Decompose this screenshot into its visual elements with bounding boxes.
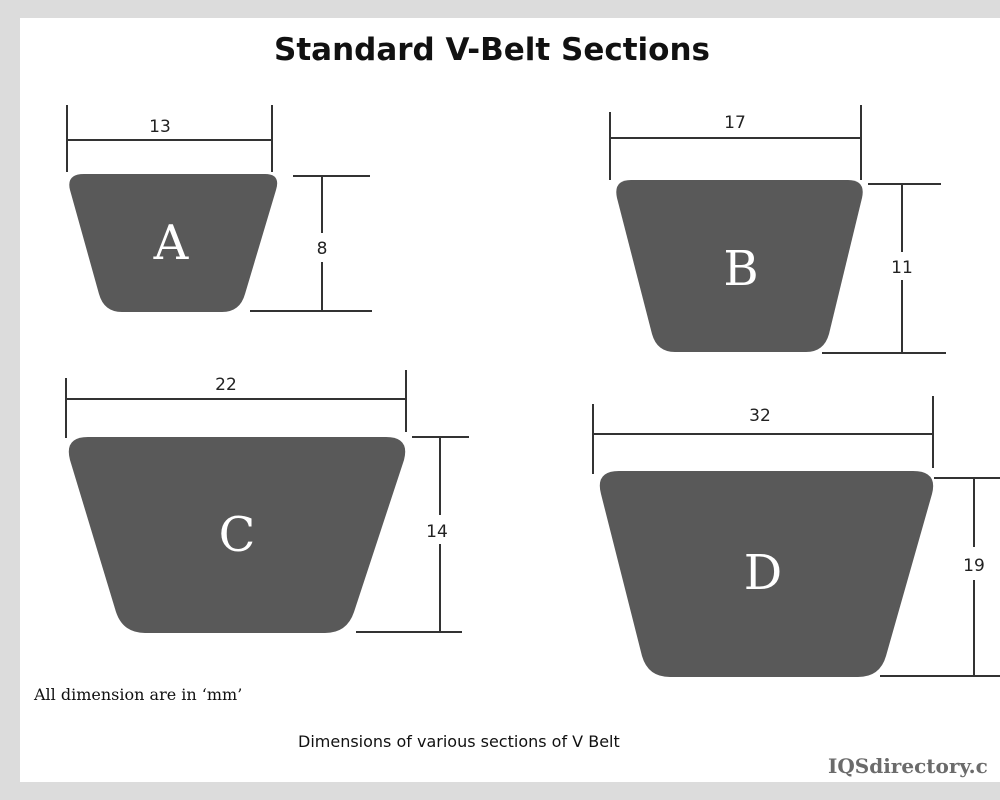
section-a-height-label: 8	[317, 239, 328, 259]
section-d-label: D	[744, 545, 782, 601]
section-b: 17 B 11	[609, 105, 946, 354]
section-c: 22 C 14	[65, 370, 469, 633]
section-d-belt-shape	[599, 471, 934, 677]
section-b-belt-shape	[616, 180, 863, 352]
section-c-belt-shape	[68, 437, 406, 633]
diagram-caption: Dimensions of various sections of V Belt	[298, 732, 620, 751]
section-d-width-label: 32	[749, 406, 771, 426]
section-a-label: A	[153, 215, 190, 271]
brand-watermark: IQSdirectory.c	[828, 754, 988, 778]
section-a: 13 A 8	[66, 105, 372, 312]
section-b-width-label: 17	[724, 113, 746, 133]
section-b-label: B	[723, 241, 758, 297]
section-c-width-label: 22	[215, 375, 237, 395]
section-c-label: C	[219, 507, 256, 563]
section-a-width-label: 13	[149, 117, 171, 137]
section-b-height-label: 11	[891, 258, 913, 278]
section-d-height-label: 19	[963, 556, 985, 576]
diagram-title: Standard V-Belt Sections	[274, 32, 710, 68]
section-d: 32 D 19	[592, 396, 1000, 677]
section-c-height-label: 14	[426, 522, 448, 542]
units-note: All dimension are in ‘mm’	[33, 685, 242, 704]
section-a-belt-shape	[69, 174, 278, 312]
